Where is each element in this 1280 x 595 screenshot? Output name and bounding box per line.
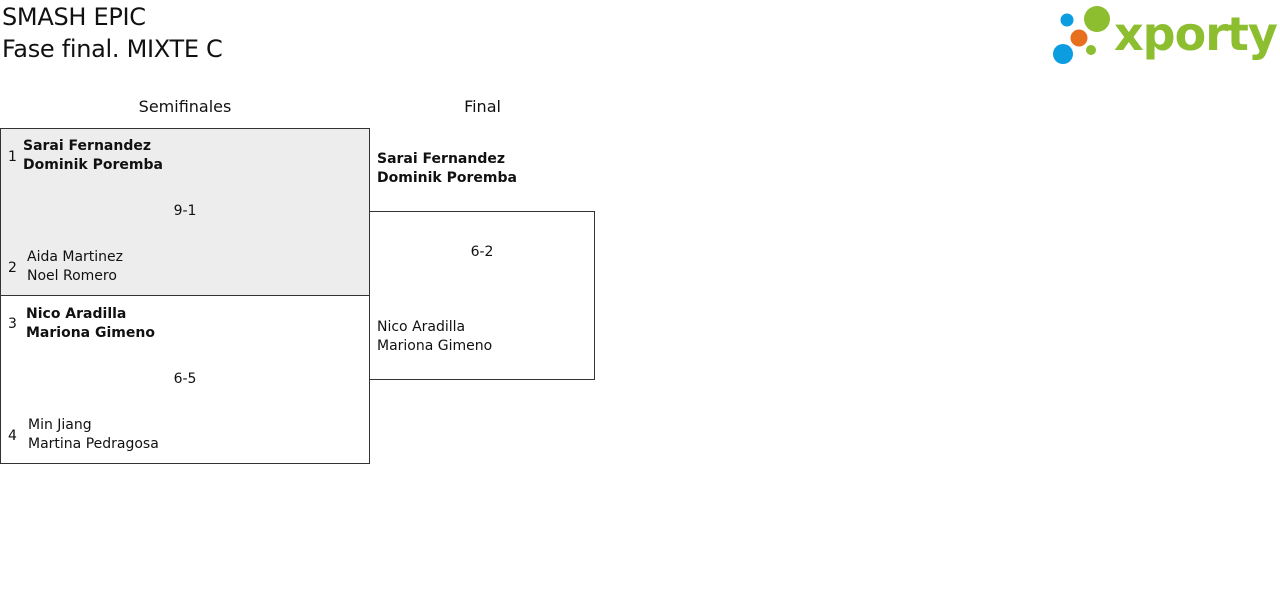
player-name: Dominik Poremba [377, 170, 517, 186]
round-title-final: Final [464, 97, 501, 116]
player-name: Dominik Poremba [23, 157, 163, 173]
player-name: Nico Aradilla [377, 319, 466, 335]
team-winner: Sarai Fernandez Dominik Poremba [23, 137, 163, 175]
seed-number: 3 [8, 316, 17, 332]
logo-wordmark: xporty [1114, 7, 1278, 61]
player-name: Noel Romero [27, 268, 117, 284]
tournament-title: SMASH EPIC [2, 3, 146, 31]
player-name: Mariona Gimeno [377, 338, 493, 354]
phase-title: Fase final. MIXTE C [2, 35, 223, 63]
player-name: Sarai Fernandez [23, 138, 151, 154]
semifinal-match-1: 1 Sarai Fernandez Dominik Poremba 9-1 2 … [0, 128, 370, 296]
player-name: Mariona Gimeno [26, 325, 155, 341]
player-name: Martina Pedragosa [28, 436, 159, 452]
player-name: Min Jiang [28, 417, 92, 433]
match-score: 6-2 [470, 244, 494, 260]
seed-number: 1 [8, 149, 17, 165]
match-score: 6-5 [173, 371, 197, 387]
final-team-top: Sarai Fernandez Dominik Poremba [377, 150, 517, 188]
player-name: Sarai Fernandez [377, 151, 505, 167]
team-winner: Nico Aradilla Mariona Gimeno [26, 305, 155, 343]
player-name: Nico Aradilla [26, 306, 127, 322]
round-title-semifinals: Semifinales [138, 97, 232, 116]
xporty-logo: xporty [1050, 4, 1278, 68]
final-match: 6-2 Nico Aradilla Mariona Gimeno [369, 211, 595, 380]
seed-number: 4 [8, 428, 17, 444]
player-name: Aida Martinez [27, 249, 124, 265]
match-score: 9-1 [173, 203, 197, 219]
logo-dots-icon [1053, 6, 1110, 64]
semifinal-match-2: 3 Nico Aradilla Mariona Gimeno 6-5 4 Min… [0, 295, 370, 464]
final-team-bottom: Nico Aradilla Mariona Gimeno [377, 318, 492, 356]
team-loser: Min Jiang Martina Pedragosa [28, 416, 159, 454]
seed-number: 2 [8, 260, 17, 276]
team-loser: Aida Martinez Noel Romero [27, 248, 123, 286]
